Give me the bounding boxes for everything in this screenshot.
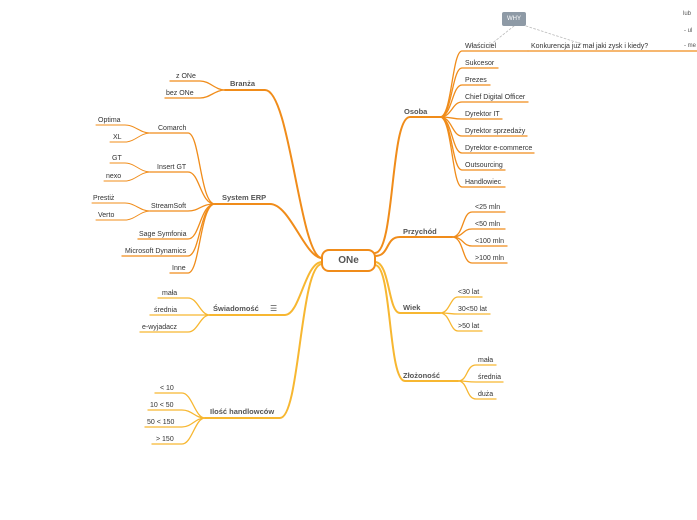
node-swiad-mala[interactable]: mała bbox=[162, 290, 178, 297]
node-zloz-srednia[interactable]: średnia bbox=[478, 374, 501, 381]
node-sukcesor[interactable]: Sukcesor bbox=[465, 60, 495, 67]
node-handlowcy-2[interactable]: 10 < 50 bbox=[150, 402, 174, 409]
edge-przychod bbox=[374, 236, 453, 257]
node-przychod-3[interactable]: <100 mln bbox=[475, 238, 504, 245]
edge-p4 bbox=[451, 236, 508, 264]
node-cdo[interactable]: Chief Digital Officer bbox=[465, 94, 526, 101]
topic-ilosc-handlowcow[interactable]: Ilość handlowców bbox=[210, 407, 275, 416]
topic-system-erp[interactable]: System ERP bbox=[222, 193, 267, 202]
edge-insert bbox=[149, 171, 216, 205]
node-outsourcing[interactable]: Outsourcing bbox=[465, 162, 503, 169]
root-label: ONe bbox=[338, 255, 359, 266]
node-zloz-duza[interactable]: duża bbox=[478, 391, 494, 398]
edge-z3 bbox=[457, 380, 497, 400]
node-sage-symfonia[interactable]: Sage Symfonia bbox=[139, 231, 187, 238]
node-comarch[interactable]: Comarch bbox=[158, 125, 187, 132]
notes-menu-icon[interactable]: ☰ bbox=[270, 304, 278, 313]
edge-nexo bbox=[103, 171, 151, 182]
topic-osoba[interactable]: Osoba bbox=[404, 107, 428, 116]
topic-wiek[interactable]: Wiek bbox=[403, 303, 421, 312]
why-callout[interactable]: WHY bbox=[502, 12, 526, 26]
topic-zlozonosc[interactable]: Złożoność bbox=[403, 371, 441, 380]
edge-osoba bbox=[374, 116, 441, 254]
node-wiek-3[interactable]: >50 lat bbox=[458, 323, 480, 330]
why-label: WHY bbox=[507, 16, 521, 22]
edge-xl bbox=[109, 132, 151, 143]
node-dyrektor-sprzedazy[interactable]: Dyrektor sprzedaży bbox=[465, 128, 526, 135]
node-inne[interactable]: Inne bbox=[172, 265, 186, 272]
root-node[interactable]: ONe bbox=[321, 249, 376, 272]
edge-optima bbox=[95, 124, 151, 134]
why-connector-2 bbox=[525, 25, 586, 46]
edge-handlowiec bbox=[439, 116, 506, 188]
node-wiek-1[interactable]: <30 lat bbox=[458, 289, 480, 296]
node-verto[interactable]: Verto bbox=[98, 212, 115, 219]
node-konkurencja[interactable]: Konkurencja już mał jaki zysk i kiedy? bbox=[531, 43, 649, 50]
edge-fragment-ul: - ul bbox=[684, 28, 693, 34]
why-connector bbox=[489, 25, 515, 46]
edge-prezes bbox=[439, 84, 491, 118]
node-swiad-srednia[interactable]: średnia bbox=[154, 307, 177, 314]
edge-swiad-ewyjadacz bbox=[139, 314, 211, 333]
node-bez-one[interactable]: bez ONe bbox=[166, 90, 194, 97]
edge-streamsoft bbox=[149, 203, 216, 212]
edge-wiek bbox=[374, 261, 441, 314]
edge-fragment-lub: lub bbox=[683, 11, 692, 17]
node-wlasciciel[interactable]: Właściciel bbox=[465, 43, 497, 50]
node-handlowcy-1[interactable]: < 10 bbox=[160, 385, 174, 392]
node-nexo[interactable]: nexo bbox=[106, 173, 122, 180]
node-xl[interactable]: XL bbox=[113, 134, 122, 141]
edge-swiadomosc bbox=[209, 261, 323, 316]
node-przychod-4[interactable]: >100 mln bbox=[475, 255, 504, 262]
node-streamsoft[interactable]: StreamSoft bbox=[151, 203, 187, 210]
node-dyrektor-ecommerce[interactable]: Dyrektor e-commerce bbox=[465, 145, 533, 152]
edge-zlozonosc bbox=[374, 264, 459, 382]
node-insert-gt[interactable]: Insert GT bbox=[157, 164, 187, 171]
node-handlowcy-3[interactable]: 50 < 150 bbox=[147, 419, 175, 426]
topic-swiadomosc[interactable]: Świadomość bbox=[213, 304, 259, 313]
node-przychod-2[interactable]: <50 mln bbox=[475, 221, 501, 228]
edge-branza bbox=[224, 89, 323, 259]
edge-fragment-me: - me bbox=[684, 43, 696, 49]
edge-verto bbox=[95, 210, 151, 221]
node-optima[interactable]: Optima bbox=[98, 117, 121, 124]
node-swiad-ewyjadacz[interactable]: e-wyjadacz bbox=[142, 324, 178, 331]
edge-w3 bbox=[439, 312, 483, 332]
edge-bez-one bbox=[164, 89, 226, 99]
node-zloz-mala[interactable]: mała bbox=[478, 357, 494, 364]
node-handlowcy-4[interactable]: > 150 bbox=[156, 436, 174, 443]
node-przychod-1[interactable]: <25 mln bbox=[475, 204, 501, 211]
node-microsoft-dynamics[interactable]: Microsoft Dynamics bbox=[125, 248, 187, 255]
edge-inne bbox=[169, 203, 216, 274]
edge-gt bbox=[109, 162, 151, 173]
edge-h4 bbox=[151, 417, 206, 445]
edge-comarch bbox=[149, 132, 216, 205]
topic-przychod[interactable]: Przychód bbox=[403, 227, 437, 236]
node-gt[interactable]: GT bbox=[112, 155, 122, 162]
node-prezes[interactable]: Prezes bbox=[465, 77, 487, 84]
node-z-one[interactable]: z ONe bbox=[176, 73, 196, 80]
edge-prestiz bbox=[91, 202, 151, 212]
edge-handlowcy bbox=[204, 263, 323, 419]
node-prestiz[interactable]: Prestiż bbox=[93, 195, 115, 202]
node-dyrektor-it[interactable]: Dyrektor IT bbox=[465, 111, 500, 118]
node-wiek-2[interactable]: 30<50 lat bbox=[458, 306, 487, 313]
node-handlowiec[interactable]: Handlowiec bbox=[465, 179, 502, 186]
topic-branza[interactable]: Branża bbox=[230, 79, 256, 88]
edge-erp bbox=[214, 203, 323, 259]
